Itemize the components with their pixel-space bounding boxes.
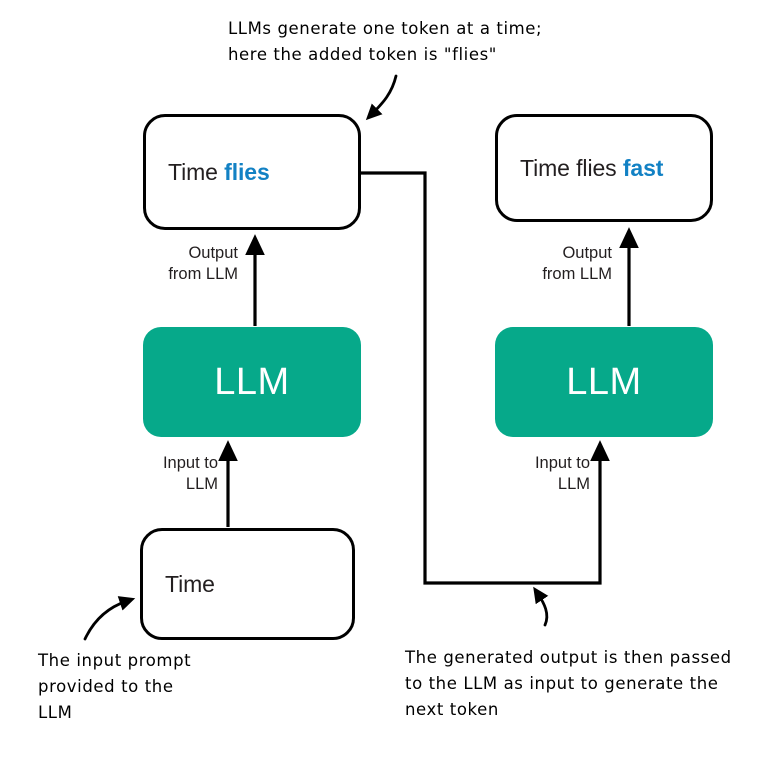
output-box-step-2: Time flies fast bbox=[495, 114, 713, 222]
output-text-step-1: Time flies bbox=[168, 159, 270, 186]
output-highlight-step-2: fast bbox=[622, 154, 664, 181]
annotation-top: LLMs generate one token at a time; here … bbox=[228, 19, 543, 65]
llm-box-step-2: LLM bbox=[495, 327, 713, 437]
llm-label-step-1: LLM bbox=[214, 360, 290, 403]
callout-arrow-top bbox=[365, 74, 398, 121]
llm-label-step-2: LLM bbox=[566, 360, 642, 403]
edge-label-output-step-1: Output from LLM bbox=[168, 244, 238, 284]
output-box-step-1: Time flies bbox=[143, 114, 361, 230]
output-highlight-step-1: flies bbox=[224, 158, 270, 185]
annotation-bottom-right: The generated output is then passed to t… bbox=[405, 648, 732, 720]
annotation-bottom-left: The input prompt provided to the LLM bbox=[38, 651, 192, 723]
prompt-text-step-1: Time bbox=[165, 570, 215, 597]
output-prefix-step-1: Time bbox=[168, 158, 218, 185]
prompt-box-step-1: Time bbox=[140, 528, 355, 640]
llm-box-step-1: LLM bbox=[143, 327, 361, 437]
output-text-step-2: Time flies fast bbox=[520, 155, 663, 182]
edge-label-output-step-2: Output from LLM bbox=[542, 244, 612, 284]
output-prefix-step-2: Time flies bbox=[520, 154, 617, 181]
edge-label-input-step-2: Input to LLM bbox=[534, 454, 590, 494]
edge-label-input-step-1: Input to LLM bbox=[162, 454, 218, 494]
callout-arrow-bottom-right bbox=[533, 586, 549, 627]
callout-arrow-bottom-left bbox=[83, 596, 136, 641]
